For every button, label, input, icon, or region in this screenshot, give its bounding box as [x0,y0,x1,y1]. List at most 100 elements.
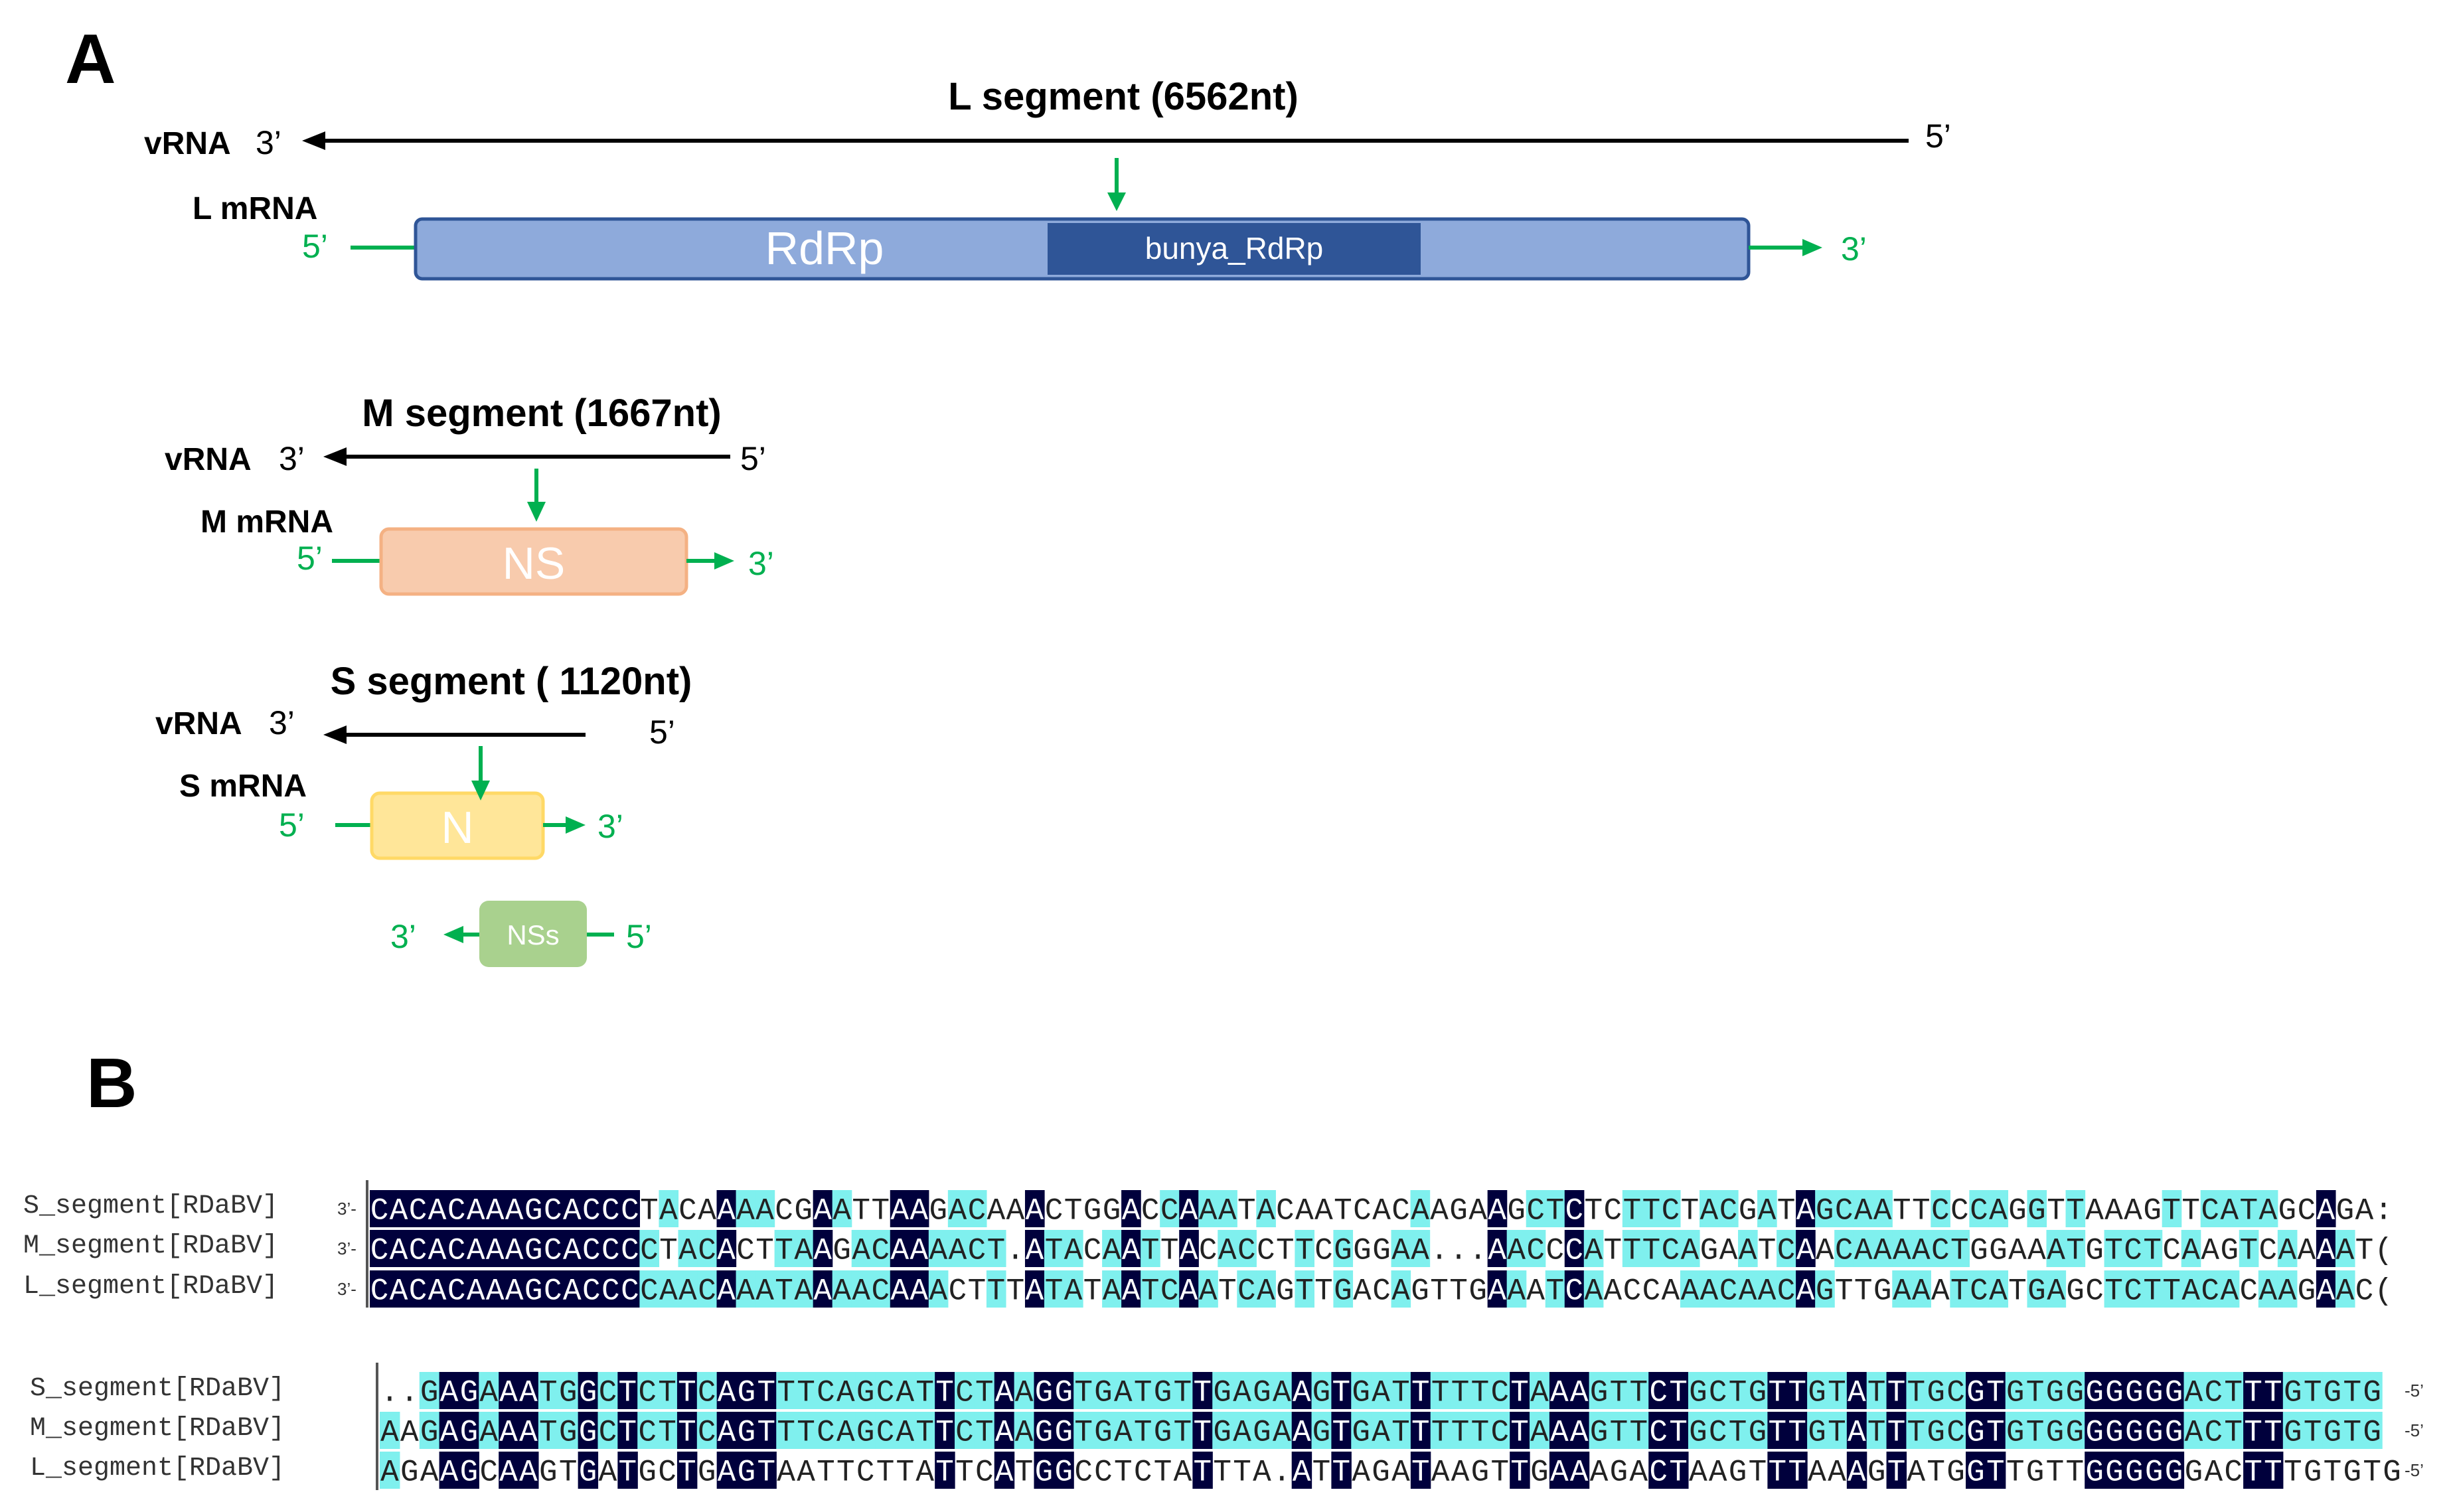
residue-shade [408,1270,428,1308]
residue: . [400,1376,419,1410]
residue-shade [1549,1452,1570,1489]
residue-shade [1589,1412,1610,1449]
residue-shade [1569,1412,1590,1449]
residue: C [1074,1456,1093,1490]
residue-shade [447,1190,467,1227]
residue: A [505,1274,524,1309]
residue-shade [2123,1230,2144,1267]
residue-shade [2144,1412,2165,1449]
residue: T [1083,1274,1102,1309]
residue-shade [1192,1412,1213,1449]
residue: A [832,1194,851,1229]
residue: A [563,1194,582,1229]
residue-shade [459,1452,479,1489]
residue-shade [1886,1412,1907,1449]
residue: T [1045,1274,1064,1309]
residue: T [1986,1376,2005,1410]
n-label: N [441,802,473,853]
residue: T [678,1376,696,1410]
residue-shade [2342,1372,2363,1409]
residue: C [1709,1416,1727,1450]
residue-shade [428,1190,447,1227]
residue: C [876,1416,895,1450]
residue-shade [2162,1270,2182,1308]
residue: A [563,1234,582,1268]
residue-shade [890,1270,910,1308]
residue-shade [974,1412,995,1449]
residue: T [1585,1194,1603,1229]
residue-shade [2045,1412,2065,1449]
residue-shade [1549,1372,1570,1409]
residue: A [797,1456,815,1490]
residue: G [2324,1416,2342,1450]
residue-shade [1014,1372,1035,1409]
residue-shade [947,1190,968,1227]
residue: A [995,1376,1014,1410]
residue-shade [994,1452,1015,1489]
residue: G [2145,1416,2164,1450]
residue-shade [2362,1412,2383,1449]
nss-5-label: 5’ [626,918,652,955]
residue: T [896,1456,915,1490]
residue-shade [1179,1190,1199,1227]
residue-shade [1034,1412,1054,1449]
s-vrna-5-label: 5’ [649,714,675,751]
residue: T [871,1194,890,1229]
residue-shade [582,1190,601,1227]
residue: A [440,1416,459,1450]
residue: T [1950,1274,1969,1309]
residue-shade [447,1270,467,1308]
residue: A [1719,1234,1738,1268]
residue-shade [755,1190,775,1227]
residue-shade [1545,1190,1565,1227]
residue: A [2085,1194,2104,1229]
residue: G [1083,1194,1102,1229]
residue-shade [935,1412,955,1449]
residue: A [599,1456,617,1490]
residue: C [582,1194,601,1229]
residue-shade [2243,1372,2264,1409]
residue-shade [1648,1412,1669,1449]
residue: . [1273,1456,1291,1490]
residue: A [1585,1234,1603,1268]
residue-shade [1192,1372,1213,1409]
residue-shade [428,1230,447,1267]
residue: T [1154,1456,1172,1490]
residue-shade [870,1230,891,1267]
residue-shade [1906,1372,1927,1409]
residue-shade [1102,1230,1122,1267]
residue: A [1796,1234,1815,1268]
residue: A [428,1234,447,1268]
residue: G [1213,1416,1231,1450]
residue-shade [1430,1372,1451,1409]
residue-shade [1113,1372,1134,1409]
residue: A [1816,1234,1834,1268]
residue-shade [736,1190,756,1227]
residue: T [2008,1274,2027,1309]
residue-shade [1549,1412,1570,1449]
residue: A [1758,1274,1777,1309]
residue-shade [2262,1372,2284,1409]
residue-shade [2258,1190,2278,1227]
residue-shade [1668,1372,1689,1409]
residue-shade [2302,1412,2324,1449]
residue: G [524,1234,543,1268]
residue: A [1550,1376,1569,1410]
residue: G [2278,1194,2297,1229]
residue-shade [1291,1452,1312,1489]
residue: A [2259,1274,2278,1309]
residue-shade [2262,1412,2284,1449]
residue: A [910,1274,929,1309]
residue-shade [1911,1270,1931,1308]
residue-shade [1985,1452,2006,1489]
residue: C [1565,1234,1583,1268]
residue: A [428,1194,447,1229]
residue: A [1488,1274,1506,1309]
residue: C [409,1194,428,1229]
residue-shade [380,1452,400,1489]
residue: G [1312,1416,1331,1450]
residue: A [1026,1234,1044,1268]
residue: T [2244,1416,2262,1450]
residue: G [2008,1194,2027,1229]
residue: C [1545,1234,1564,1268]
